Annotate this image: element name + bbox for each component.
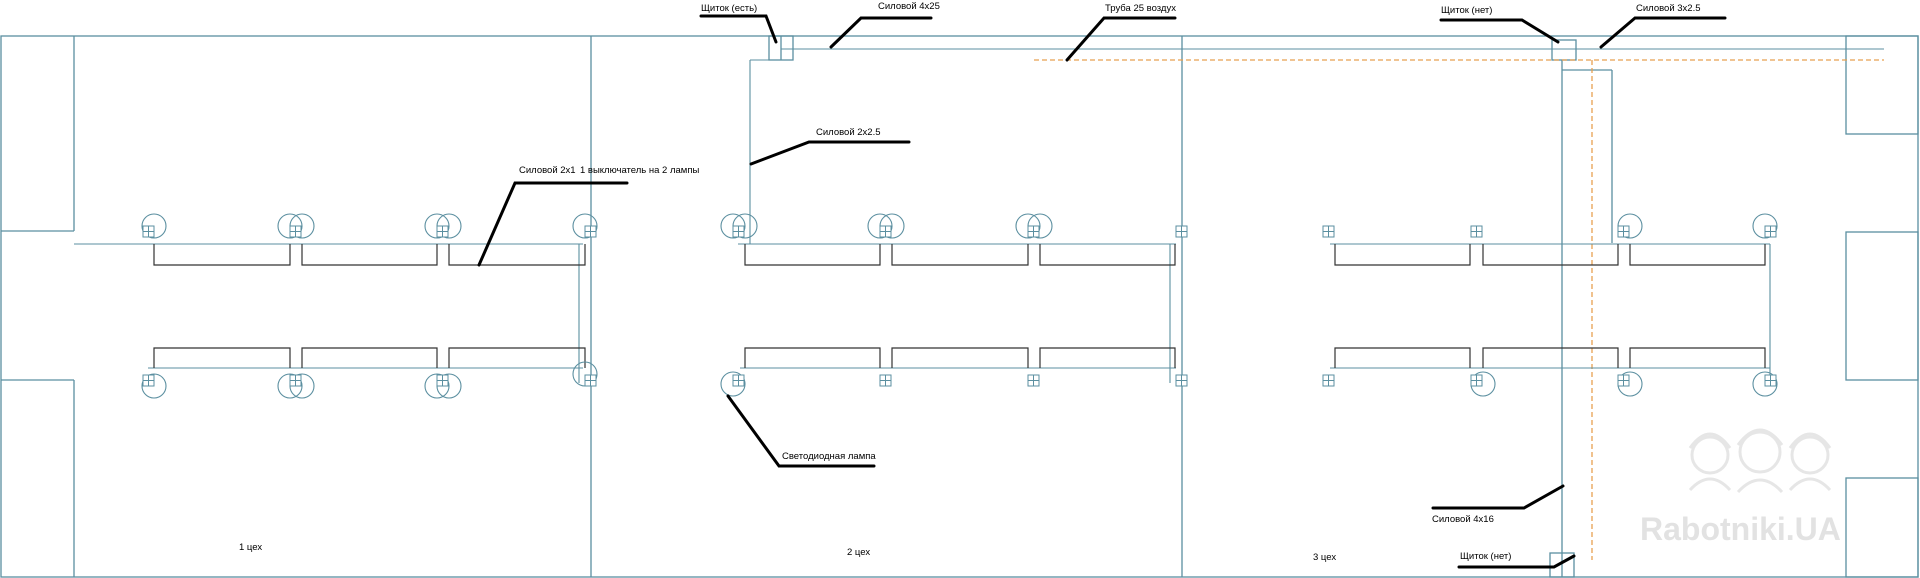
switch-row-bottom — [142, 374, 1777, 387]
label-led-lamp: Светодиодная лампа — [782, 451, 876, 462]
light-fixtures — [153, 244, 1766, 368]
label-panel-none-bottom: Щиток (нет) — [1460, 551, 1511, 562]
walls — [0, 35, 1919, 578]
cables — [74, 48, 1884, 383]
room-label-2: 2 цех — [847, 547, 870, 558]
watermark-logo: Rabotniki.UA — [1640, 428, 1841, 547]
label-switch-2-lamps: 1 выключатель на 2 лампы — [580, 165, 699, 176]
label-power-2x1: Силовой 2х1 — [519, 165, 576, 176]
labels: Щиток (есть) Силовой 4х25 Труба 25 возду… — [239, 1, 1701, 563]
leader-lines — [477, 14, 1727, 569]
label-panel-none-top: Щиток (нет) — [1441, 5, 1492, 16]
panel-new-top — [1551, 39, 1577, 61]
label-power-2x2-5: Силовой 2х2.5 — [816, 127, 881, 138]
room-label-1: 1 цех — [239, 542, 262, 553]
label-power-3x2-5: Силовой 3х2.5 — [1636, 3, 1701, 14]
switch-row-top — [142, 225, 1777, 238]
outer-wall — [0, 35, 1919, 578]
air-pipe — [1034, 59, 1884, 560]
watermark-text: Rabotniki.UA — [1640, 511, 1841, 547]
label-panel-exists: Щиток (есть) — [701, 3, 757, 14]
panel-new-bottom — [1549, 552, 1575, 578]
label-pipe-25-air: Труба 25 воздух — [1105, 3, 1176, 14]
room-label-3: 3 цех — [1313, 552, 1336, 563]
label-power-4x25: Силовой 4х25 — [878, 1, 940, 12]
label-power-4x16: Силовой 4х16 — [1432, 514, 1494, 525]
led-lamps — [141, 213, 1778, 399]
switch-boxes — [142, 225, 1777, 387]
worker-figures-icon — [1688, 428, 1832, 494]
